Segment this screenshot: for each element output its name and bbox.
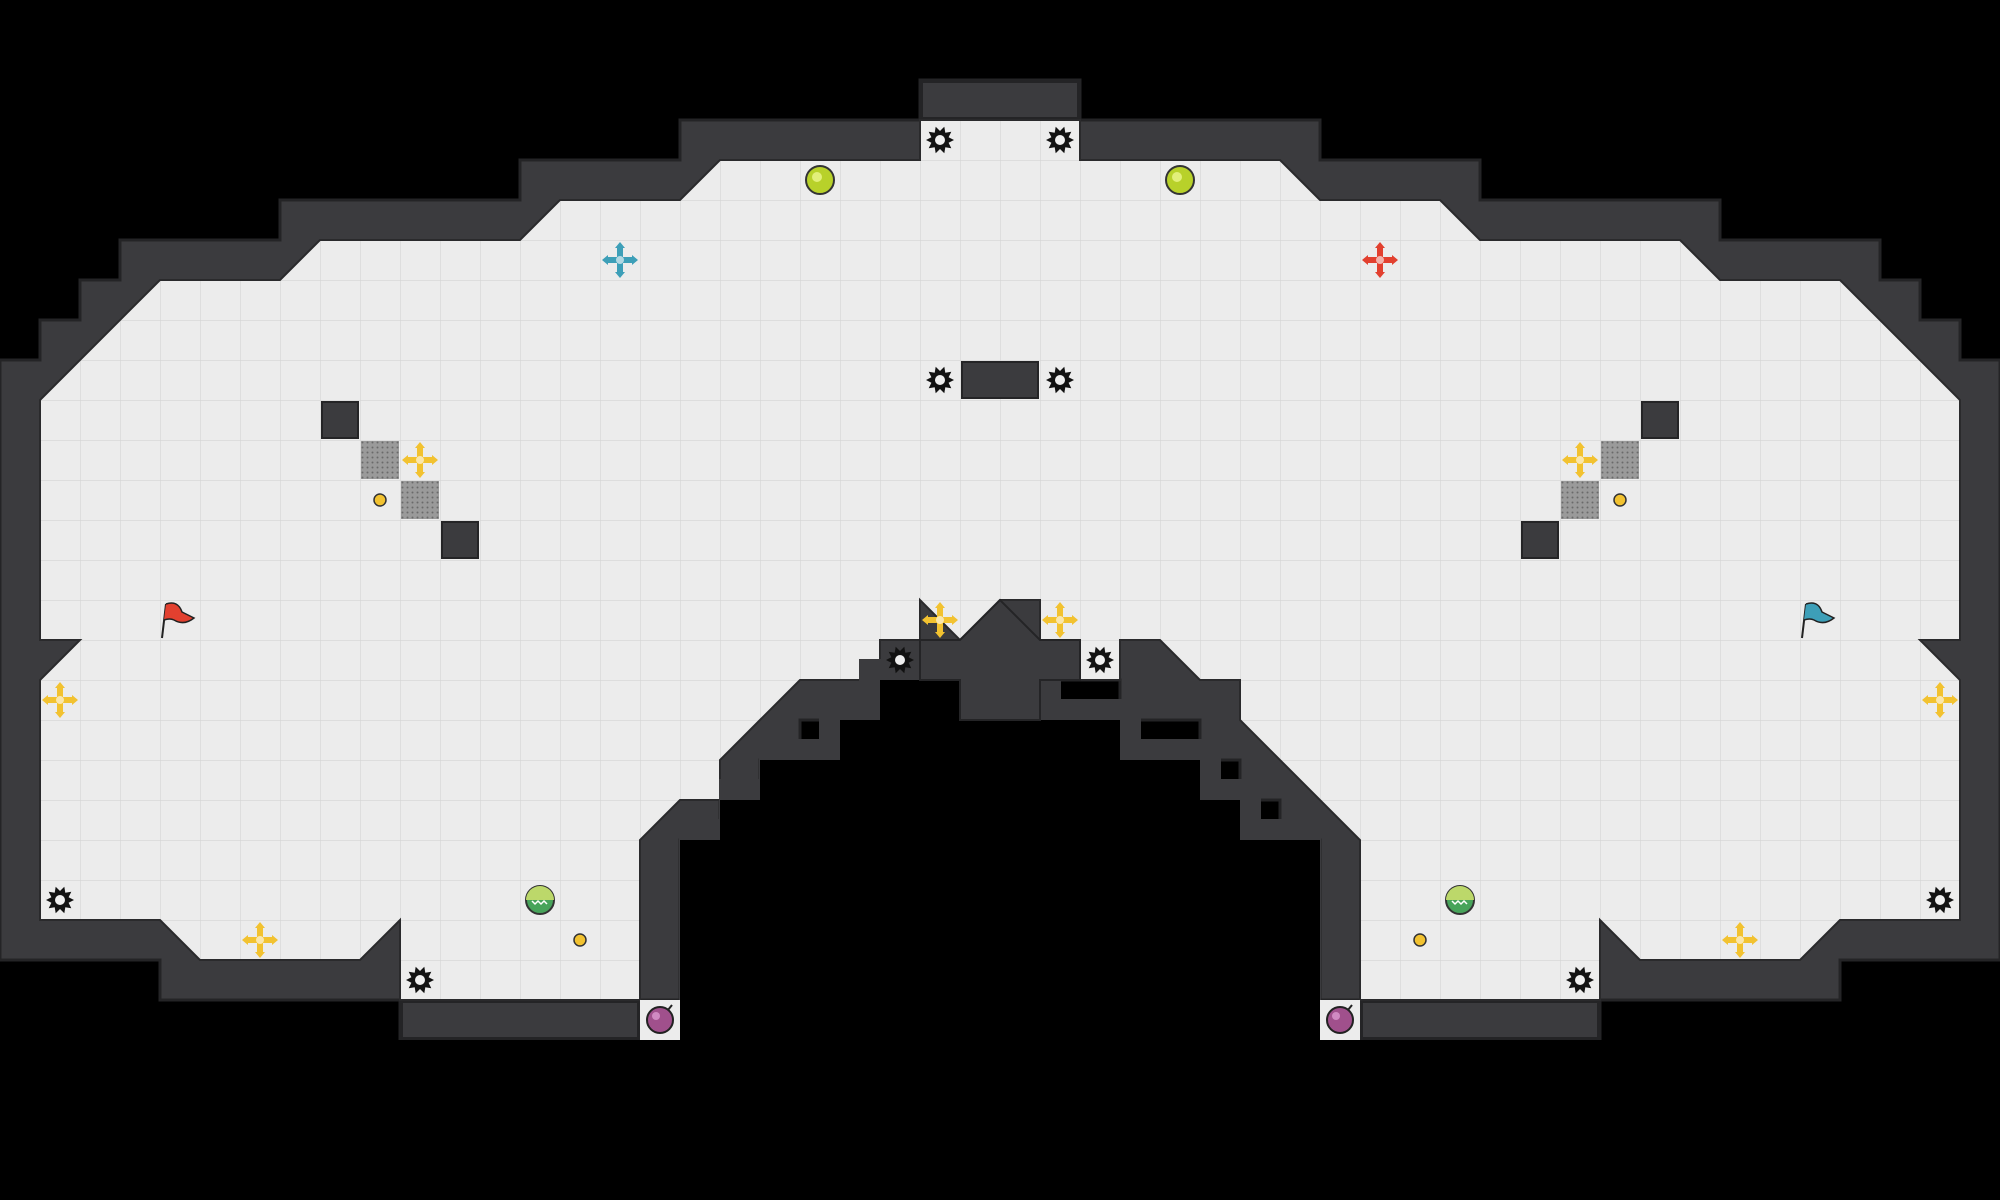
wall-block bbox=[1641, 401, 1679, 439]
jukejuice-icon bbox=[525, 885, 555, 915]
spike-icon bbox=[1566, 966, 1594, 994]
boost-pad-icon bbox=[1562, 442, 1598, 478]
spike-icon bbox=[1046, 366, 1074, 394]
gate-tile bbox=[1601, 441, 1639, 479]
small-boost-icon bbox=[573, 933, 587, 947]
boost-pad-icon bbox=[1722, 922, 1758, 958]
small-boost-icon bbox=[1413, 933, 1427, 947]
top-notch-wall bbox=[921, 81, 1079, 119]
wall-block bbox=[1521, 521, 1559, 559]
center-wall-block bbox=[961, 361, 1039, 399]
spike-icon bbox=[886, 646, 914, 674]
gate-tile bbox=[1561, 481, 1599, 519]
boost-pad-icon bbox=[1042, 602, 1078, 638]
spike-icon bbox=[1926, 886, 1954, 914]
powerup-icon bbox=[1165, 165, 1195, 195]
center-bump-wall bbox=[919, 598, 1081, 721]
spike-icon bbox=[926, 366, 954, 394]
boost-pad-icon bbox=[42, 682, 78, 718]
spike-icon bbox=[1086, 646, 1114, 674]
bottom-right-wall bbox=[1361, 1001, 1599, 1039]
small-boost-icon bbox=[373, 493, 387, 507]
bottom-left-wall bbox=[401, 1001, 639, 1039]
boost-pad-icon bbox=[1922, 682, 1958, 718]
gate-tile bbox=[401, 481, 439, 519]
gate-tile bbox=[361, 441, 399, 479]
wall-block bbox=[441, 521, 479, 559]
spike-icon bbox=[926, 126, 954, 154]
spike-icon bbox=[1046, 126, 1074, 154]
boost-pad-icon bbox=[242, 922, 278, 958]
bomb-icon bbox=[646, 1004, 674, 1034]
bottom-void bbox=[0, 1040, 2000, 1200]
boost-pad-icon bbox=[922, 602, 958, 638]
spike-icon bbox=[46, 886, 74, 914]
blue-boost-pad-icon bbox=[602, 242, 638, 278]
wall-block bbox=[321, 401, 359, 439]
blue-flag-icon bbox=[1801, 602, 1836, 639]
spike-icon bbox=[406, 966, 434, 994]
red-boost-pad-icon bbox=[1362, 242, 1398, 278]
boost-pad-icon bbox=[402, 442, 438, 478]
bomb-icon bbox=[1326, 1004, 1354, 1034]
small-boost-icon bbox=[1613, 493, 1627, 507]
red-flag-icon bbox=[161, 602, 196, 639]
jukejuice-icon bbox=[1445, 885, 1475, 915]
powerup-icon bbox=[805, 165, 835, 195]
